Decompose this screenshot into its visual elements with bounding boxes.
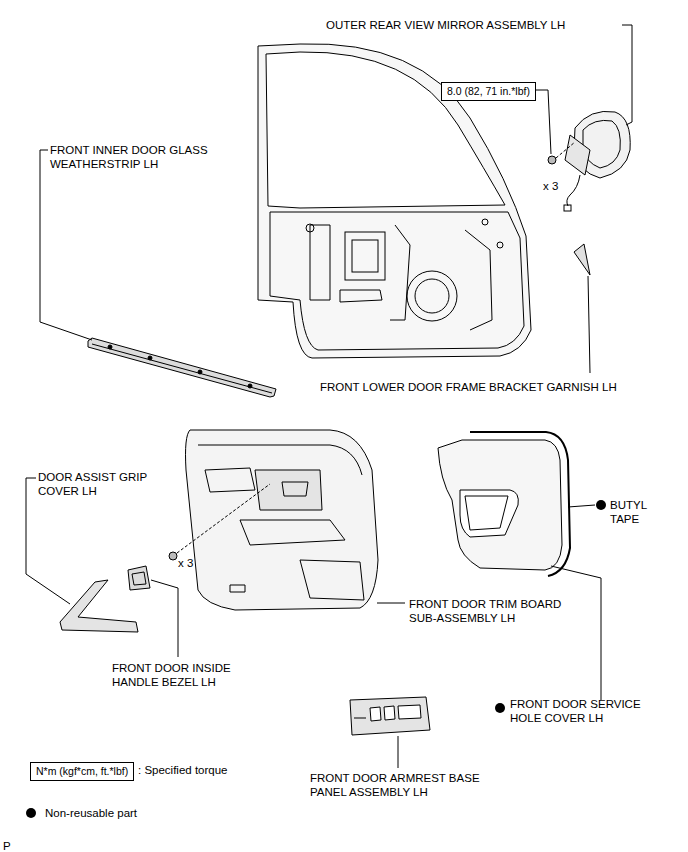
part-name: OUTER REAR VIEW MIRROR ASSEMBLY LH [326, 18, 565, 32]
part-name: FRONT LOWER DOOR FRAME BRACKET GARNISH L… [320, 380, 617, 394]
torque-box: N*m (kgf*cm, ft.*lbf) [30, 762, 134, 781]
torque-box: 8.0 (82, 71 in.*lbf) [441, 82, 536, 101]
legend-text: : Specified torque [138, 763, 228, 777]
part-name: FRONT INNER DOOR GLASS WEATHERSTRIP LH [50, 143, 230, 171]
part-name: FRONT DOOR INSIDE HANDLE BEZEL LH [112, 661, 257, 689]
part-name: FRONT DOOR SERVICE HOLE COVER LH [510, 697, 660, 725]
part-name: FRONT DOOR TRIM BOARD SUB-ASSEMBLY LH [409, 597, 584, 625]
material-note: BUTYL TAPE [610, 498, 665, 526]
legend-text: Non-reusable part [45, 806, 137, 820]
part-name: FRONT DOOR ARMREST BASE PANEL ASSEMBLY L… [310, 771, 495, 799]
quantity-note: x 3 [543, 179, 558, 193]
torque-value: 8.0 (82, 71 in.*lbf) [447, 85, 530, 97]
torque-value: N*m (kgf*cm, ft.*lbf) [36, 765, 128, 777]
figure-code: P [3, 839, 11, 852]
part-name: DOOR ASSIST GRIP COVER LH [38, 470, 173, 498]
quantity-note: x 3 [178, 556, 193, 570]
